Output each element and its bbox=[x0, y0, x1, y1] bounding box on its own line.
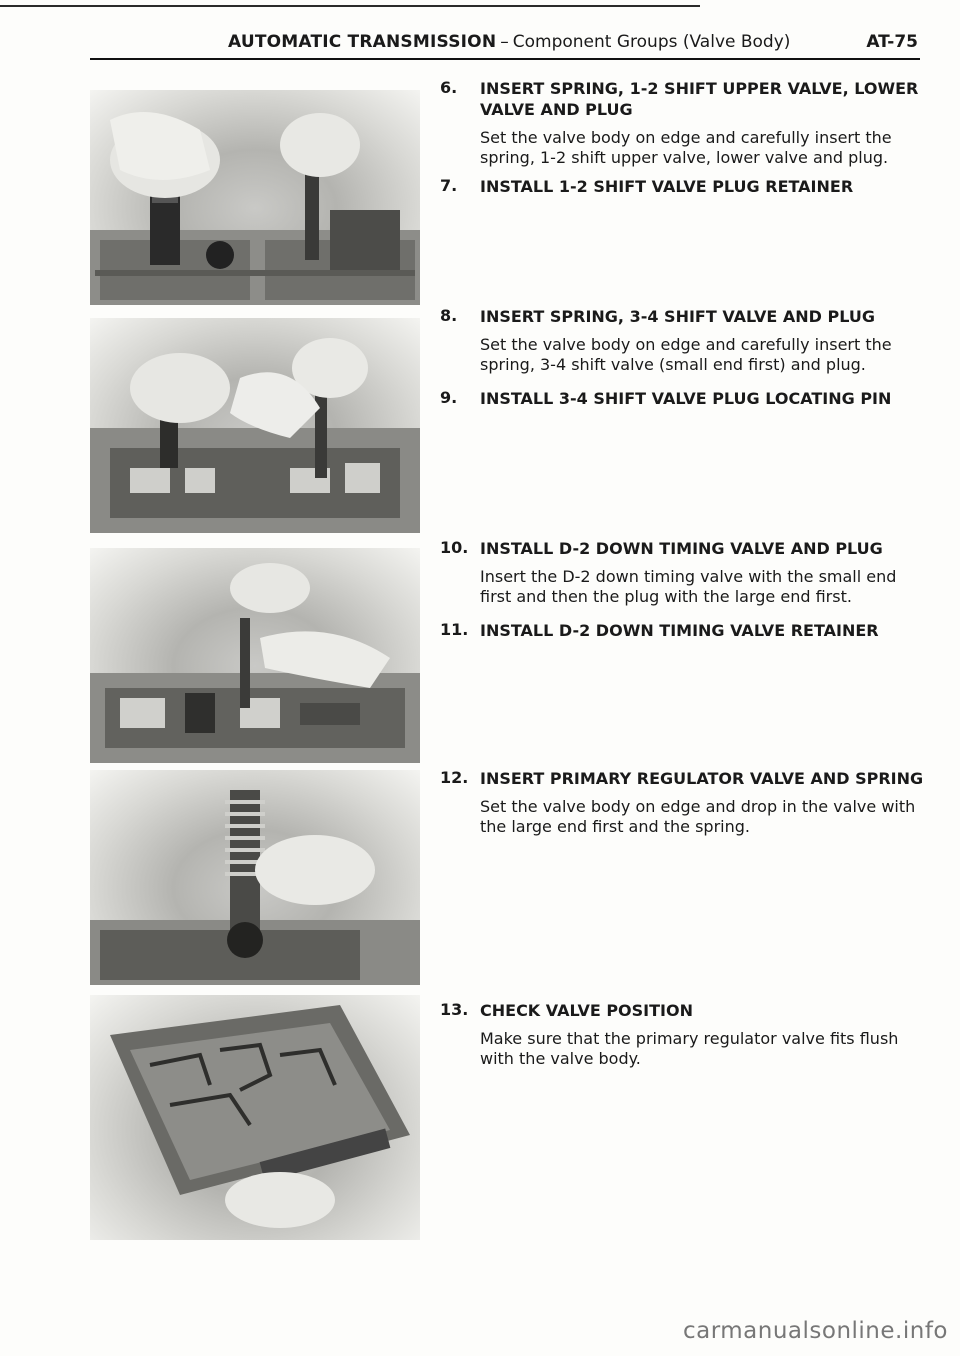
step-7: 7. INSTALL 1-2 SHIFT VALVE PLUG RETAINER bbox=[440, 176, 930, 197]
step-number: 8. bbox=[440, 306, 458, 325]
step-title: INSTALL D-2 DOWN TIMING VALVE AND PLUG bbox=[480, 539, 883, 558]
step-title: INSTALL 3-4 SHIFT VALVE PLUG LOCATING PI… bbox=[480, 389, 892, 408]
page-code: AT-75 bbox=[866, 32, 918, 52]
step-number: 6. bbox=[440, 78, 458, 97]
step-body: Set the valve body on edge and drop in t… bbox=[480, 797, 916, 836]
step-number: 12. bbox=[440, 768, 469, 787]
photo-install-d2-timing-valve bbox=[90, 548, 420, 763]
step-body: Set the valve body on edge and carefully… bbox=[480, 335, 892, 374]
photo-check-valve-position bbox=[90, 995, 420, 1240]
step-12: 12. INSERT PRIMARY REGULATOR VALVE AND S… bbox=[440, 768, 930, 837]
step-6: 6. INSERT SPRING, 1-2 SHIFT UPPER VALVE,… bbox=[440, 78, 930, 168]
step-number: 10. bbox=[440, 538, 469, 557]
step-number: 7. bbox=[440, 176, 458, 195]
photo-insert-1-2-shift-valve bbox=[90, 90, 420, 305]
step-title: INSTALL 1-2 SHIFT VALVE PLUG RETAINER bbox=[480, 177, 854, 196]
step-number: 9. bbox=[440, 388, 458, 407]
step-13: 13. CHECK VALVE POSITION Make sure that … bbox=[440, 1000, 930, 1069]
step-body: Insert the D-2 down timing valve with th… bbox=[480, 567, 897, 606]
header-separator: – bbox=[500, 32, 509, 52]
header-title: AUTOMATIC TRANSMISSION bbox=[228, 32, 497, 52]
step-body: Set the valve body on edge and carefully… bbox=[480, 128, 892, 167]
step-number: 13. bbox=[440, 1000, 469, 1019]
step-9: 9. INSTALL 3-4 SHIFT VALVE PLUG LOCATING… bbox=[440, 388, 930, 409]
photo-insert-primary-regulator-valve bbox=[90, 770, 420, 985]
step-title: INSERT SPRING, 3-4 SHIFT VALVE AND PLUG bbox=[480, 307, 875, 326]
step-8: 8. INSERT SPRING, 3-4 SHIFT VALVE AND PL… bbox=[440, 306, 930, 375]
step-title: CHECK VALVE POSITION bbox=[480, 1001, 693, 1020]
step-11: 11. INSTALL D-2 DOWN TIMING VALVE RETAIN… bbox=[440, 620, 930, 641]
step-number: 11. bbox=[440, 620, 469, 639]
step-10: 10. INSTALL D-2 DOWN TIMING VALVE AND PL… bbox=[440, 538, 930, 607]
step-body: Make sure that the primary regulator val… bbox=[480, 1029, 899, 1068]
step-title: INSERT PRIMARY REGULATOR VALVE AND SPRIN… bbox=[480, 769, 924, 788]
watermark: carmanualsonline.info bbox=[682, 1318, 948, 1344]
step-title: INSTALL D-2 DOWN TIMING VALVE RETAINER bbox=[480, 621, 879, 640]
step-title: INSERT SPRING, 1-2 SHIFT UPPER VALVE, LO… bbox=[480, 79, 919, 119]
photo-insert-3-4-shift-valve bbox=[90, 318, 420, 533]
header-section: Component Groups (Valve Body) bbox=[512, 32, 791, 52]
top-decorative-line bbox=[0, 5, 700, 7]
header-rule bbox=[90, 58, 920, 60]
page-header: AUTOMATIC TRANSMISSION–Component Groups … bbox=[228, 32, 918, 52]
